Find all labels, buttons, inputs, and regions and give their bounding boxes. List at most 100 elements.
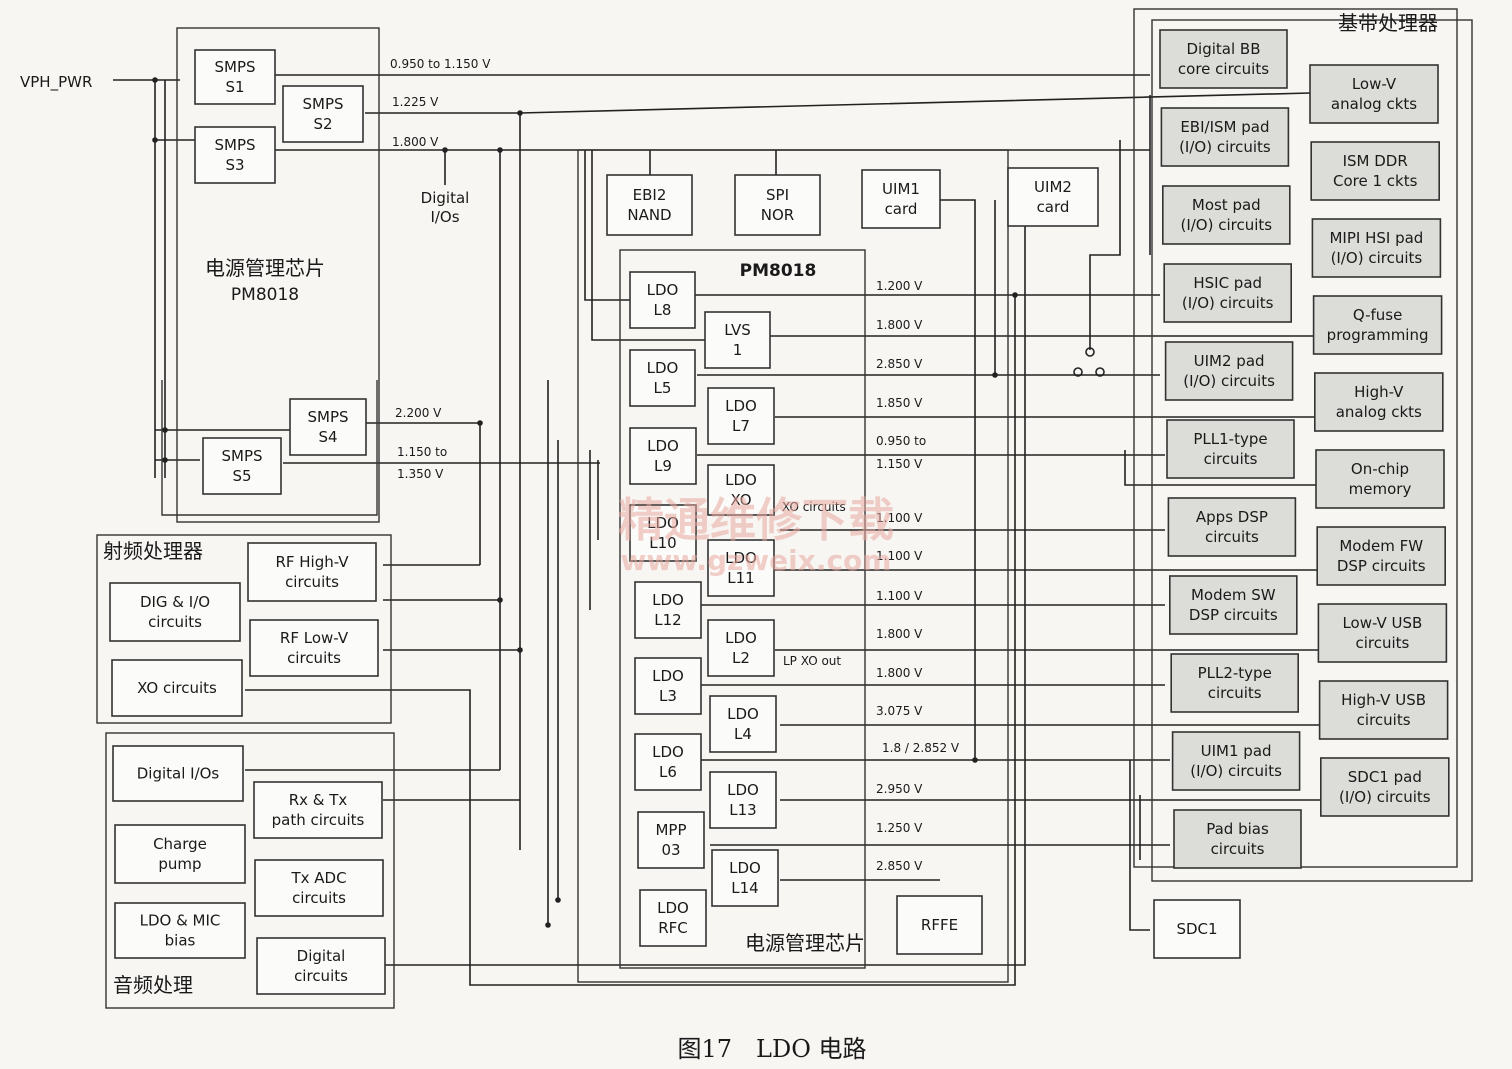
digital-ios-l1: Digital [421, 189, 470, 207]
rf-xo-circuits-line1: XO circuits [137, 679, 217, 697]
audio-charge-pump-line1: Charge [153, 835, 207, 853]
regulator-rfc-line2: RFC [658, 919, 688, 937]
ldo-voltage-9: 1.800 V [876, 627, 923, 641]
frames [96, 8, 1473, 1009]
audio-charge-pump: Charge pump [114, 824, 246, 884]
watermark-cn: 精通维修下载 [618, 493, 894, 547]
regulator-l2-line1: LDO [725, 629, 757, 647]
baseband-hsic-pad: HSIC pad (I/O) circuits [1163, 263, 1292, 323]
audio-digital-circuits-line1: Digital [297, 947, 346, 965]
regulator-rfc: LDO RFC [639, 889, 707, 947]
baseband-high-v-usb-line1: High-V USB [1341, 691, 1426, 709]
regulator-l14-line2: L14 [731, 879, 758, 897]
audio-digital-circuits-line2: circuits [294, 967, 348, 985]
ldo-voltage-2: 2.850 V [876, 357, 923, 371]
junction-dot [152, 137, 158, 143]
smps-s1-line2: S1 [225, 78, 244, 96]
baseband-high-v-usb-line2: circuits [1357, 711, 1411, 729]
rf-dig-io-line1: DIG & I/O [140, 593, 210, 611]
smps-s1: SMPS S1 [194, 49, 276, 105]
baseband-hsic-pad-line1: HSIC pad [1193, 274, 1262, 292]
regulator-l7-line2: L7 [732, 417, 750, 435]
regulator-l12-line1: LDO [652, 591, 684, 609]
baseband-ebi-ism-pad-line1: EBI/ISM pad [1180, 118, 1269, 136]
regulator-l4: LDO L4 [709, 695, 777, 753]
ldo-voltage-10: 1.800 V [876, 666, 923, 680]
baseband-low-v-analog-line1: Low-V [1352, 75, 1397, 93]
baseband-pad-bias-line2: circuits [1211, 840, 1265, 858]
regulator-l7-line1: LDO [725, 397, 757, 415]
baseband-most-pad-line1: Most pad [1192, 196, 1261, 214]
sdc1-block: SDC1 [1153, 899, 1241, 959]
ldo-voltage-12: 1.8 / 2.852 V [882, 741, 960, 755]
junction-dot [1012, 292, 1018, 298]
baseband-digital-bb-line1: Digital BB [1187, 40, 1261, 58]
audio-charge-pump-line2: pump [158, 855, 201, 873]
baseband-most-pad: Most pad(I/O) circuits [1162, 185, 1291, 245]
voltage-s2: 1.225 V [392, 95, 439, 109]
memory-uim2-line2: card [1037, 198, 1070, 216]
audio-digital-ios-line1: Digital I/Os [137, 765, 220, 783]
baseband-on-chip-memory-line2: memory [1349, 480, 1412, 498]
baseband-uim2-pad-line2: (I/O) circuits [1183, 372, 1275, 390]
note-xo-circuits: XO circuits [782, 500, 846, 514]
rf-processor-frame [96, 534, 392, 724]
smps-s4-line2: S4 [318, 428, 337, 446]
regulator-l8-line2: L8 [654, 301, 672, 319]
note-lp-xo-out: LP XO out [783, 654, 841, 668]
baseband-pll1-line1: PLL1-type [1193, 430, 1267, 448]
pmic-upper-title-en: PM8018 [231, 285, 299, 305]
smps-s1-line1: SMPS [214, 58, 255, 76]
junction-dot [972, 757, 978, 763]
baseband-modem-sw-line2: DSP circuits [1189, 606, 1278, 624]
junction-dot [162, 457, 168, 463]
baseband-pll2-line1: PLL2-type [1198, 664, 1272, 682]
baseband-hsic-pad-line2: (I/O) circuits [1182, 294, 1274, 312]
smps-s4: SMPS S4 [289, 398, 367, 456]
regulator-l7: LDO L7 [707, 387, 775, 445]
regulator-l9-line2: L9 [654, 457, 672, 475]
regulator-l4-line1: LDO [727, 705, 759, 723]
ldo-voltage-15: 2.850 V [876, 859, 923, 873]
baseband-ebi-ism-pad-line2: (I/O) circuits [1179, 138, 1271, 156]
smps-s5-line1: SMPS [221, 447, 262, 465]
junction-dot [497, 597, 503, 603]
memory-uim2-line1: UIM2 [1034, 178, 1072, 196]
junction-dot [152, 77, 158, 83]
smps-s4-line1: SMPS [307, 408, 348, 426]
pmic-upper-frame [176, 27, 380, 523]
rf-dig-io: DIG & I/O circuits [109, 582, 241, 642]
voltage-s5b: 1.350 V [397, 467, 444, 481]
voltage-s1: 0.950 to 1.150 V [390, 57, 491, 71]
pmic-upper-title-cn: 电源管理芯片 [205, 256, 325, 280]
regulator-l4-line2: L4 [734, 725, 752, 743]
ldo-voltage-14: 1.250 V [876, 821, 923, 835]
ldo-voltage-4: 0.950 to [876, 434, 926, 448]
watermark-url: www.gzweix.com [621, 544, 892, 577]
baseband-uim1-pad-line2: (I/O) circuits [1190, 762, 1282, 780]
regulator-rfc-line1: LDO [657, 899, 689, 917]
audio-processor-title: 音频处理 [113, 973, 193, 997]
ldo-voltage-1: 1.800 V [876, 318, 923, 332]
audio-rx-tx-line1: Rx & Tx [289, 791, 348, 809]
baseband-uim1-pad-line1: UIM1 pad [1201, 742, 1272, 760]
ldo-voltage-3: 1.850 V [876, 396, 923, 410]
baseband-sdc1-pad: SDC1 pad(I/O) circuits [1320, 757, 1450, 817]
regulator-l12-line2: L12 [654, 611, 681, 629]
ldo-voltage-13: 2.950 V [876, 782, 923, 796]
baseband-mipi-hsi-pad: MIPI HSI pad(I/O) circuits [1311, 218, 1442, 278]
rf-dig-io-line2: circuits [148, 613, 202, 631]
regulator-l11-line2: L11 [727, 569, 754, 587]
